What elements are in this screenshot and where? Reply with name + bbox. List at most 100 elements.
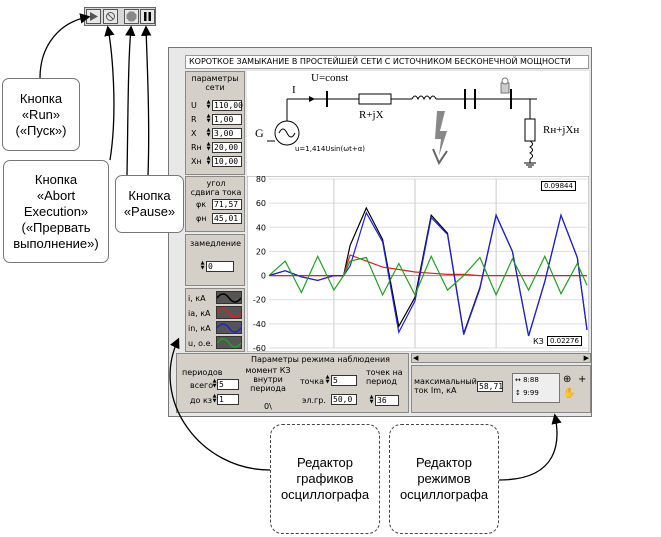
param-field[interactable]: 1,00 (212, 114, 242, 125)
window-title: КОРОТКОЕ ЗАМЫКАНИЕ В ПРОСТЕЙШЕЙ СЕТИ С И… (185, 55, 589, 69)
line-impedance-label: R+jX (359, 109, 384, 121)
param-label: Rн (191, 143, 202, 152)
angle-panel: угол сдвига тока φк 71,57 φн 45,01 (185, 176, 245, 232)
periods-header: периодов (182, 368, 223, 377)
slowdown-spinner[interactable]: ▲▼ (200, 260, 205, 271)
voltage-formula: u=1,414Usin(ωt+α) (295, 145, 365, 153)
series-line (269, 254, 587, 277)
params-header: параметры сети (191, 74, 239, 92)
to-kz-label: до кз (190, 396, 213, 405)
y-tick-label: -40 (253, 320, 266, 329)
max-current-panel (411, 365, 591, 413)
angle-label: φк (196, 200, 207, 209)
kz-time: 0.02276 (547, 336, 582, 346)
angle-field: 45,01 (212, 213, 242, 224)
scope-time-top: 0.09844 (541, 181, 576, 191)
moment-header: момент КЗ внутри периода (245, 366, 291, 393)
oscilloscope-chart: 80 60 40 20 0 -20 -40 -60 (247, 176, 589, 352)
y-tick-label: 20 (256, 247, 266, 256)
u-const-label: U=const (311, 72, 348, 84)
series-line (268, 211, 588, 337)
total-field[interactable]: 5 (217, 379, 239, 390)
x-scale-icon[interactable]: ↔ 8:88 (515, 376, 539, 384)
stop-sign-icon (126, 11, 137, 22)
generator-label: G (255, 126, 264, 140)
moment-unit: 0\ (264, 402, 272, 411)
scope-scrollbar[interactable]: ▶ ◀ (411, 353, 591, 363)
callout-pause: Кнопка «Pause» (115, 175, 184, 233)
slowdown-panel: замедление ▲▼ 0 (185, 234, 245, 286)
legend-label: i, кА (188, 294, 206, 303)
legend-swatch[interactable] (216, 336, 242, 349)
lightning-fault-icon (432, 111, 448, 166)
param-field[interactable]: 10,00 (212, 156, 242, 167)
legend-swatch[interactable] (216, 306, 242, 319)
param-spinner[interactable]: ▲▼ (206, 155, 211, 166)
abort-button[interactable] (103, 9, 118, 24)
y-tick-label: 40 (256, 223, 266, 232)
scroll-left-arrow[interactable]: ◀ (413, 354, 419, 362)
stop-button[interactable] (124, 9, 139, 24)
total-spinner[interactable]: ▲▼ (212, 378, 217, 389)
angle-field: 71,57 (212, 199, 242, 210)
param-spinner[interactable]: ▲▼ (206, 113, 211, 124)
scope-tick-labels: 80 60 40 20 0 -20 -40 -60 (253, 176, 266, 352)
hand-icon[interactable]: ✋ (563, 388, 576, 399)
param-spinner[interactable]: ▲▼ (206, 99, 211, 110)
to-kz-spinner[interactable]: ▲▼ (212, 393, 217, 404)
param-label: U (191, 101, 197, 110)
y-scale-icon[interactable]: ↕ 9:99 (515, 389, 539, 397)
param-spinner[interactable]: ▲▼ (206, 127, 211, 138)
pause-button[interactable] (140, 9, 155, 24)
legend-label: u, о.е. (188, 339, 214, 348)
angle-label: φн (196, 214, 207, 223)
total-label: всего (190, 381, 214, 390)
mode-params-title: Параметры режима наблюдения (251, 355, 390, 364)
current-label: I (292, 84, 296, 96)
param-field[interactable]: 3,00 (212, 128, 242, 139)
max-current-label: максимальный ток Im, кА (414, 377, 477, 395)
abort-icon (106, 12, 115, 21)
series-line (268, 254, 588, 297)
el-label: эл.гр. (302, 396, 326, 405)
param-field[interactable]: 110,00 (212, 100, 243, 111)
kz-label: КЗ (533, 337, 544, 346)
y-tick-label: 0 (261, 272, 266, 281)
points-spinner[interactable]: ▲▼ (369, 394, 374, 405)
mode-editor-toolbar (512, 373, 560, 403)
points-header: точек на период (366, 368, 403, 386)
point-field[interactable]: 5 (331, 375, 357, 386)
crosshair-icon[interactable]: + (578, 374, 587, 385)
to-kz-field[interactable]: 1 (217, 394, 239, 405)
y-tick-label: 60 (256, 199, 266, 208)
y-tick-label: -60 (253, 344, 266, 352)
zoom-icon[interactable]: ⊕ (563, 374, 572, 385)
scope-grid (269, 178, 587, 349)
el-field[interactable]: 50,0 (331, 394, 357, 405)
angle-header: угол сдвига тока (190, 179, 242, 197)
param-label: Xн (191, 157, 202, 166)
param-field[interactable]: 20,00 (212, 142, 242, 153)
point-spinner[interactable]: ▲▼ (325, 374, 330, 385)
callout-run: Кнопка «Run» («Пуск») (2, 78, 80, 151)
param-label: X (191, 129, 197, 138)
y-tick-label: 80 (256, 176, 266, 184)
points-field[interactable]: 36 (375, 395, 399, 406)
param-spinner[interactable]: ▲▼ (206, 141, 211, 152)
switch-icon (500, 77, 510, 94)
scope-series-lines (268, 206, 588, 337)
run-icon (90, 12, 98, 21)
pause-icon (144, 12, 151, 21)
max-current-field: 58,71 (477, 381, 504, 392)
load-impedance-label: Rн+jXн (543, 124, 579, 136)
legend-swatch[interactable] (216, 291, 242, 304)
slowdown-field[interactable]: 0 (206, 261, 234, 272)
legend-label: in, кА (188, 324, 211, 333)
scroll-right-arrow[interactable]: ▶ (583, 354, 589, 362)
circuit-diagram: U=const I R+jX G u=1,414Usin(ωt+α) Rн+jX… (247, 71, 589, 176)
param-label: R (191, 115, 197, 124)
y-tick-label: -20 (253, 296, 266, 305)
legend-swatch[interactable] (216, 321, 242, 334)
